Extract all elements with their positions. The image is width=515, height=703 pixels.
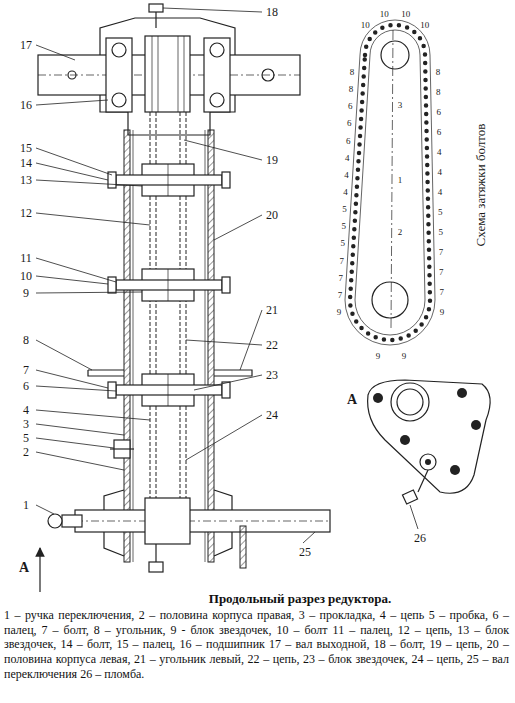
- callout-number: 23: [265, 369, 279, 381]
- bolt-order-number: 3: [397, 101, 404, 110]
- bolt-order-number: 8: [435, 68, 442, 77]
- angle-brackets: [88, 370, 252, 376]
- callout-number: 2: [22, 446, 30, 458]
- parts-caption: 1 – ручка переключения, 2 – половина кор…: [4, 608, 509, 681]
- callout-number: 26: [413, 532, 427, 544]
- bolt-order-number: 7: [438, 248, 445, 257]
- pins: [108, 164, 230, 406]
- callout-number: 4: [22, 404, 30, 416]
- view-arrow: [39, 548, 40, 592]
- callout-number: 11: [19, 252, 33, 264]
- figure-title: Продольный разрез редуктора.: [209, 591, 391, 607]
- bolt-order-number: 6: [347, 102, 354, 111]
- bolt-order-number: 9: [375, 352, 382, 361]
- bolt-order-number: 7: [438, 268, 445, 277]
- bolt-order-number: 10: [400, 10, 411, 19]
- bolt-order-number: 4: [342, 188, 349, 197]
- bolt-order-number: 10: [360, 21, 371, 30]
- bolt-order-number: 10: [419, 21, 430, 30]
- callout-number: 10: [19, 270, 33, 282]
- housing-walls: [124, 130, 214, 562]
- top-housing: [38, 4, 300, 135]
- view-label: А: [18, 561, 30, 575]
- bolt-order-number: 5: [341, 205, 348, 214]
- callout-number: 3: [22, 418, 30, 430]
- callout-number: 16: [19, 99, 33, 111]
- bolt-order-number: 4: [436, 148, 443, 157]
- callout-number: 14: [19, 157, 33, 169]
- callout-number: 15: [19, 142, 33, 154]
- callout-number: 8: [22, 334, 30, 346]
- bolt-order-number: 5: [340, 222, 347, 231]
- bolt-order-number: 8: [348, 85, 355, 94]
- callout-number: 13: [19, 174, 33, 186]
- callout-number: 21: [265, 304, 279, 316]
- callout-number: 20: [265, 209, 279, 221]
- bolt-order-number: 4: [344, 153, 351, 162]
- callout-number: 12: [19, 207, 33, 219]
- callout-number: 5: [22, 432, 30, 444]
- bolt-scheme: [345, 20, 435, 345]
- bolt-order-number: 8: [435, 88, 442, 97]
- bolt-order-number: 9: [401, 352, 408, 361]
- bolt-order-number: 1: [397, 176, 404, 185]
- bolt-order-number: 10: [379, 10, 390, 19]
- bolt-order-number: 4: [436, 168, 443, 177]
- bolt-order-number: 5: [437, 208, 444, 217]
- bolt-order-number: 6: [435, 108, 442, 117]
- view-a: [368, 380, 491, 504]
- callout-number: 17: [19, 39, 33, 51]
- callout-number: 9: [22, 287, 30, 299]
- bolt-order-number: 5: [339, 239, 346, 248]
- bolt-order-number: 6: [436, 128, 443, 137]
- callout-number: 6: [22, 380, 30, 392]
- bolt-order-number: 7: [438, 288, 445, 297]
- bolt-order-number: 7: [338, 273, 345, 282]
- callout-number: 24: [265, 409, 279, 421]
- callout-number: 18: [265, 6, 279, 18]
- bolt-order-number: 9: [439, 308, 446, 317]
- plug: [110, 440, 134, 458]
- leader-lines: [36, 8, 418, 543]
- bolt-order-number: 7: [337, 290, 344, 299]
- bolt-order-number: 7: [339, 256, 346, 265]
- callout-number: 7: [22, 364, 30, 376]
- shift-shaft: [48, 490, 330, 572]
- view-label: А: [346, 393, 358, 407]
- bolt-order-number: 4: [343, 170, 350, 179]
- scheme-title: Схема затяжки болтов: [474, 123, 487, 248]
- bolt-order-number: 2: [397, 228, 404, 237]
- bolt-order-number: 9: [336, 308, 343, 317]
- callout-number: 25: [298, 546, 312, 558]
- callout-number: 19: [265, 154, 279, 166]
- bolt-order-number: 5: [437, 228, 444, 237]
- bolt-order-number: 6: [346, 119, 353, 128]
- bolt-order-number: 4: [437, 188, 444, 197]
- bolt-order-number: 8: [349, 68, 356, 77]
- callout-number: 1: [22, 499, 30, 511]
- callout-number: 22: [265, 339, 279, 351]
- bolt-order-number: 6: [345, 136, 352, 145]
